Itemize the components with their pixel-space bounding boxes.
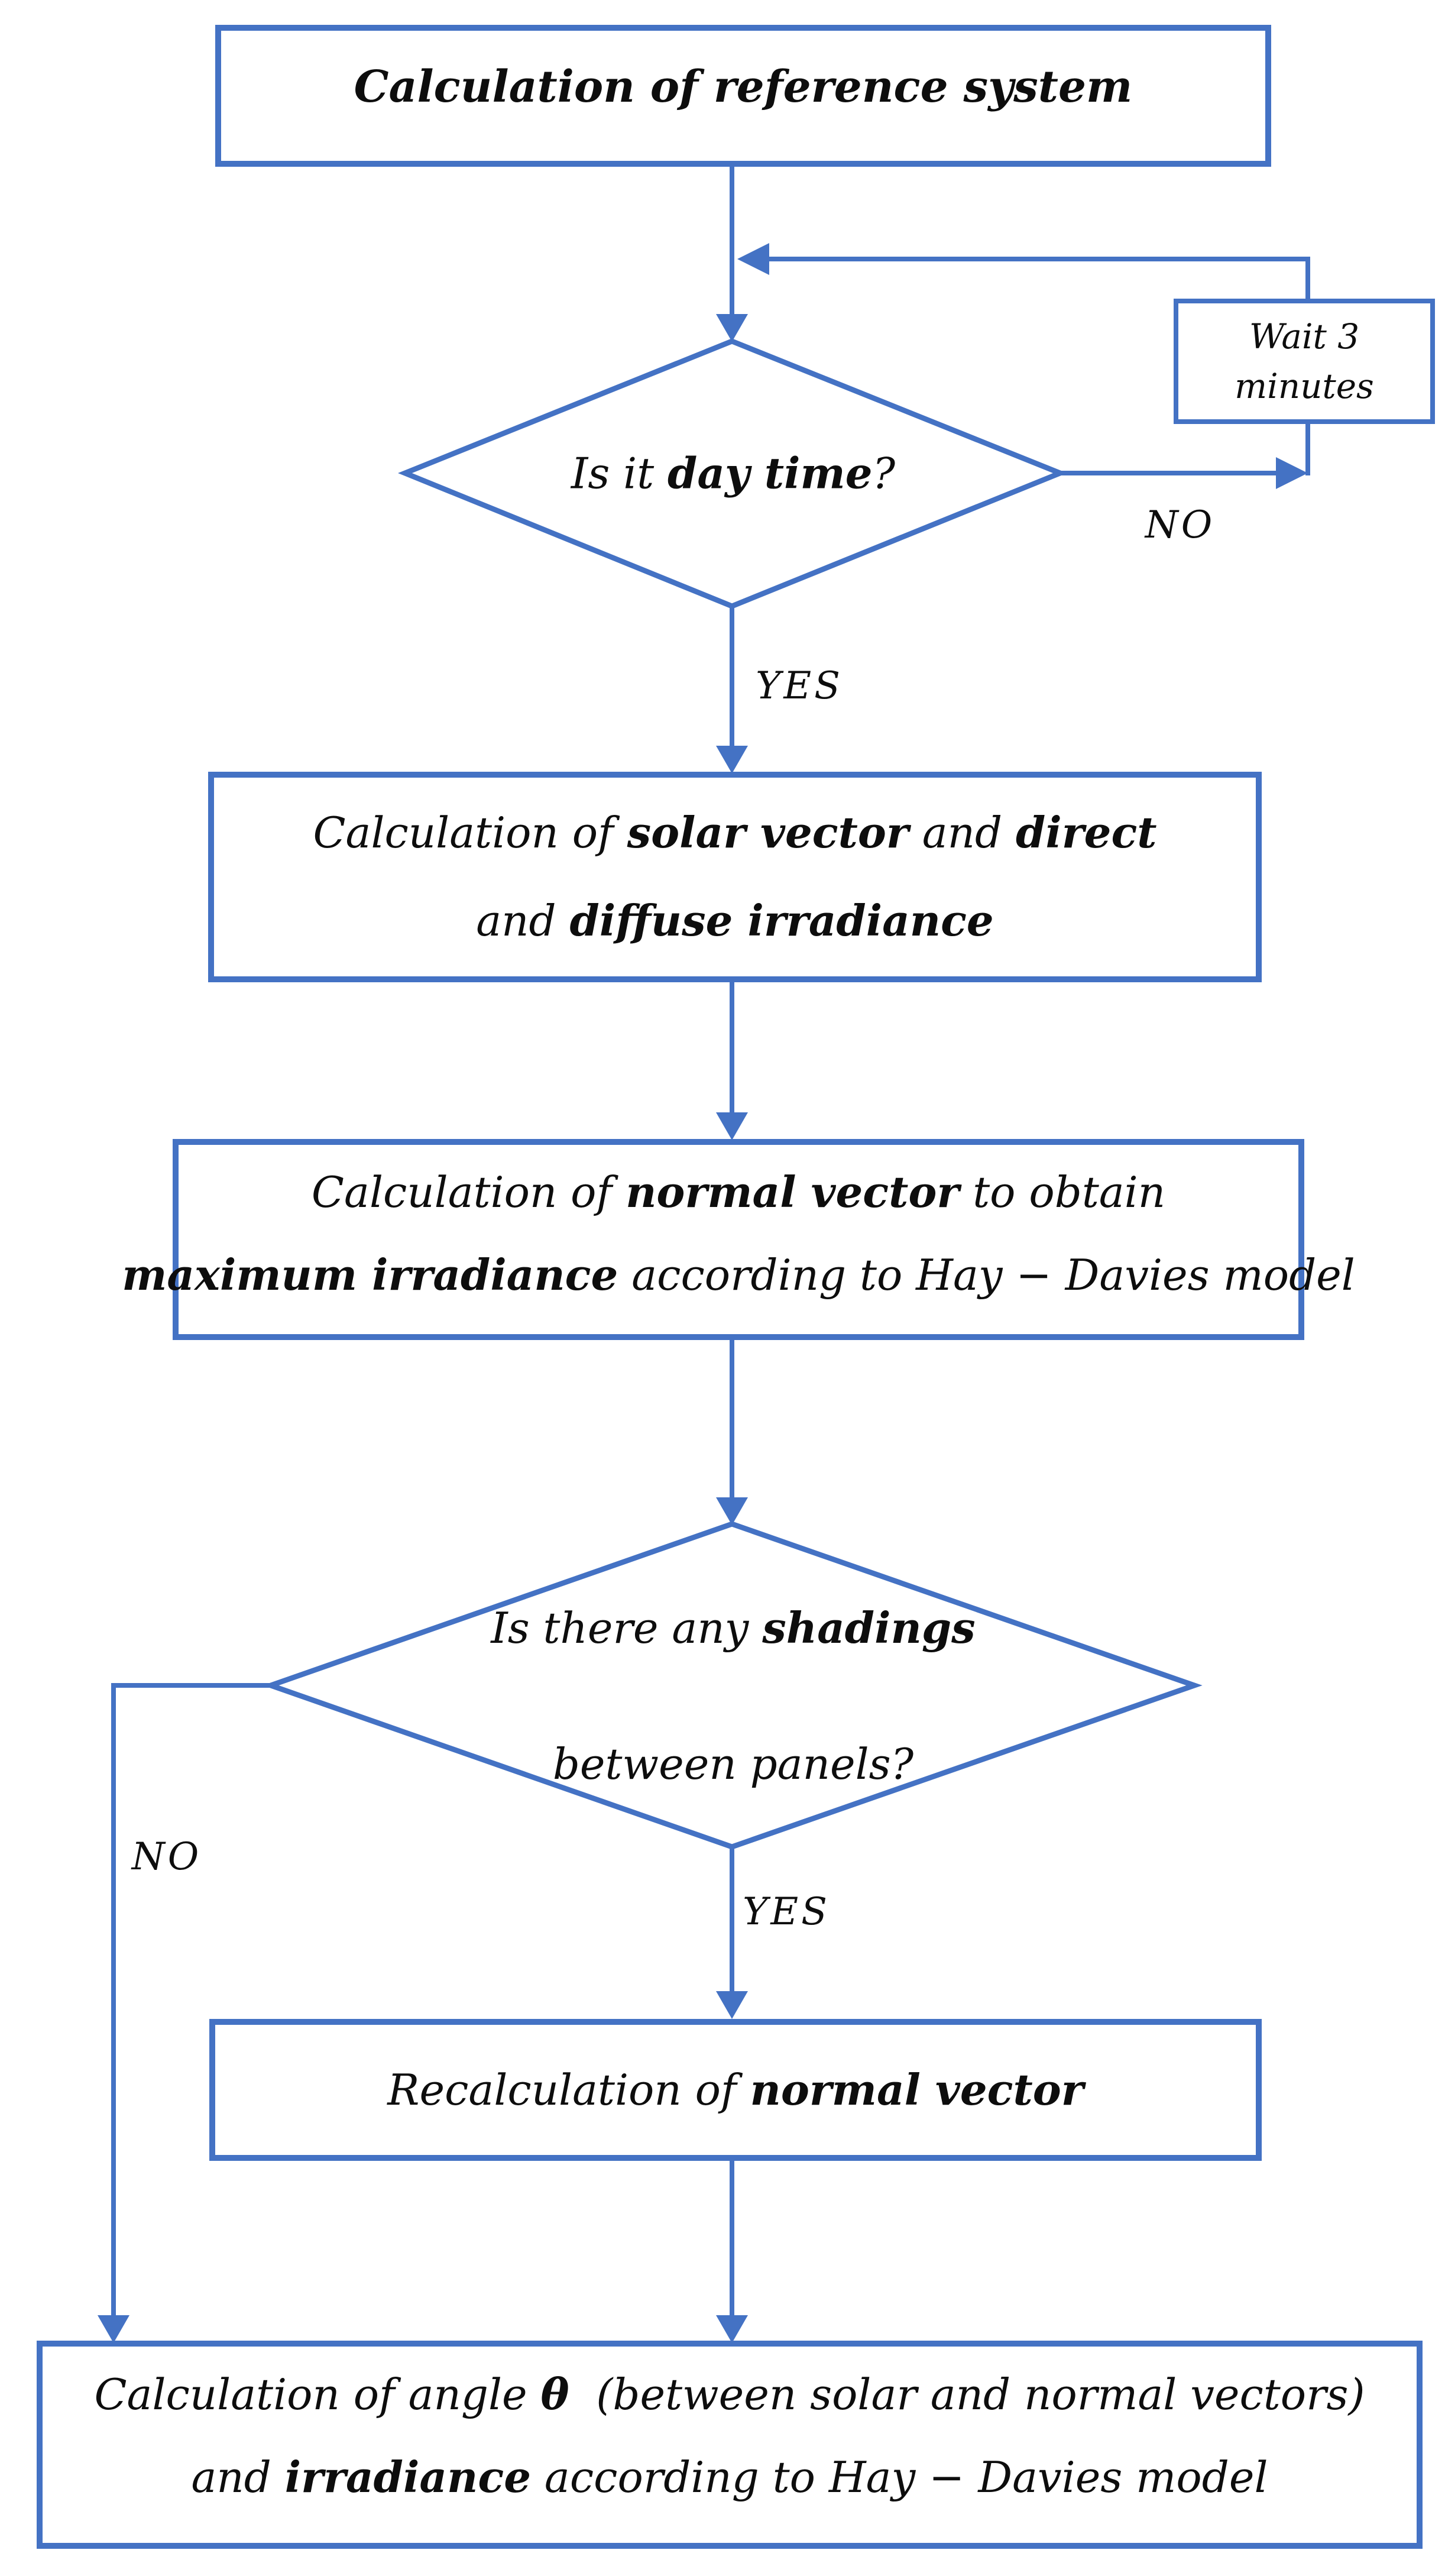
process-box-reference-system-text: Calculation of reference system [354,44,1133,147]
arrowhead-into-daytime [716,314,748,342]
text-line: and irradiance according to Hay − Davies… [191,2452,1268,2502]
decision-shadings-text: Is there any shadings between panels? [491,1560,975,1832]
arrowhead-into-theta-box-center [716,2315,748,2343]
decision-daytime-text: Is it day time? [571,448,895,499]
text-line: Calculation of reference system [354,61,1133,112]
text-line: maximum irradiance according to Hay − Da… [122,1250,1355,1300]
edge-label-yes-shadings: YES [743,1890,830,1934]
text-line: and diffuse irradiance [476,895,994,946]
process-box-angle-theta: Calculation of angle θ (between solar an… [37,2341,1423,2549]
text-line: Is there any shadings [491,1603,976,1653]
process-box-normal-vector-text: Calculation of normal vector to obtain m… [122,1151,1355,1329]
arrowhead-return-into-main-line [737,243,769,275]
process-box-wait-3-minutes: Wait 3 minutes [1174,299,1435,424]
text-line: Recalculation of normal vector [387,2064,1084,2115]
text-line: Calculation of solar vector and direct [313,807,1157,858]
edge-label-yes-daytime: YES [756,664,843,708]
text-line: minutes [1235,366,1374,406]
process-box-solar-vector-text: Calculation of solar vector and direct a… [313,789,1156,965]
process-box-angle-theta-text: Calculation of angle θ (between solar an… [94,2353,1365,2537]
text-line: Wait 3 [1249,316,1360,357]
text-line: between panels? [552,1739,914,1789]
arrowhead-into-normal-box [716,1112,748,1140]
arrowhead-into-theta-box-left [98,2315,129,2343]
arrowhead-into-solar-box [716,746,748,774]
text-line: Calculation of normal vector to obtain [311,1166,1166,1217]
arrowhead-into-recalc-box [716,1991,748,2019]
process-box-recalculation-text: Recalculation of normal vector [387,2048,1083,2131]
edge-label-no-shadings: NO [131,1835,202,1879]
text-line: Calculation of angle θ (between solar an… [94,2368,1365,2419]
arrowhead-no-into-wait-line [1276,457,1308,489]
edge-label-no-daytime: NO [1145,503,1216,547]
process-box-recalculation: Recalculation of normal vector [209,2019,1262,2161]
arrowhead-into-shadings [716,1497,748,1525]
process-box-reference-system: Calculation of reference system [215,25,1271,167]
process-box-normal-vector: Calculation of normal vector to obtain m… [122,1139,1355,1340]
process-box-wait-3-minutes-text: Wait 3 minutes [1235,312,1374,411]
text-line: Is it day time? [571,448,896,499]
process-box-solar-vector: Calculation of solar vector and direct a… [208,772,1262,982]
